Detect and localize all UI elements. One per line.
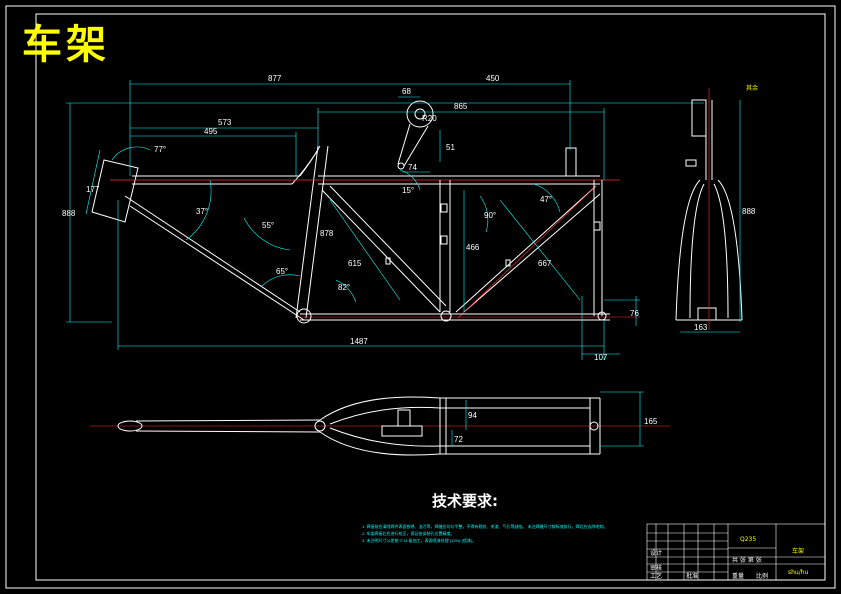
dim-667: 667 <box>538 259 552 268</box>
dim-55: 55° <box>262 221 274 230</box>
material-code: Q235 <box>740 536 756 543</box>
inner-border <box>35 13 826 581</box>
title-block <box>646 523 826 581</box>
dim-177: 177 <box>86 185 100 194</box>
check-label: 审核 <box>650 564 662 572</box>
crank-hub <box>406 100 434 128</box>
requirement-2: 2. 车架焊接后应进行校正，保证各安装孔位置精度。 <box>362 530 454 536</box>
dim-878: 878 <box>320 229 334 238</box>
school-name: shu/hu <box>788 569 809 576</box>
dim-15: 15° <box>402 186 414 195</box>
dim-82: 82° <box>338 283 350 292</box>
approve-label: 批准 <box>686 572 698 580</box>
dim-65: 65° <box>276 267 288 276</box>
dim-466: 466 <box>466 243 480 252</box>
dim-865: 865 <box>454 102 468 111</box>
dim-47: 47° <box>540 195 552 204</box>
side-view: 877 450 865 573 495 68 R20 51 74 15° 77°… <box>62 74 704 362</box>
front-bb <box>296 308 312 324</box>
dim-74: 74 <box>408 163 417 172</box>
dim-495: 495 <box>204 127 218 136</box>
rear-seat-post <box>565 147 577 177</box>
scale-label: 比例 <box>756 572 768 580</box>
weight-label: 重量 <box>732 572 744 580</box>
dim-r20: R20 <box>422 114 437 123</box>
requirement-1: 1. 焊接前应清除焊件表面铁锈、油污等，焊缝应均匀平整，不得有裂纹、夹渣、气孔等… <box>362 523 608 529</box>
front-dim-163: 163 <box>694 323 708 332</box>
design-label: 设计 <box>650 549 662 557</box>
dim-573: 573 <box>218 118 232 127</box>
requirement-3: 3. 未注明尺寸公差按 IT14 级加工，表面喷漆处理 (12%) (喷漆)。 <box>362 537 476 543</box>
dim-888: 888 <box>62 209 76 218</box>
surface-note: 其余 <box>746 84 758 92</box>
part-name: 车架 <box>792 547 804 555</box>
dim-76: 76 <box>630 309 639 318</box>
dim-615: 615 <box>348 259 362 268</box>
drawing-title: 车架 <box>22 22 110 68</box>
dim-107: 107 <box>594 353 608 362</box>
outer-border <box>5 5 836 589</box>
dim-90: 90° <box>484 211 496 220</box>
head-tube <box>91 159 139 223</box>
dim-1487: 1487 <box>350 337 368 346</box>
dim-51: 51 <box>446 143 455 152</box>
requirements-heading: 技术要求: <box>432 492 498 510</box>
front-dim-888: 888 <box>742 207 756 216</box>
top-dim-94: 94 <box>468 411 477 420</box>
process-label: 工艺 <box>650 572 662 580</box>
front-view <box>675 88 743 333</box>
top-view <box>90 391 670 456</box>
rear-bb <box>440 310 452 322</box>
dim-68: 68 <box>402 87 411 96</box>
down-tube <box>124 195 301 313</box>
dim-450: 450 <box>486 74 500 83</box>
top-dim-72: 72 <box>454 435 463 444</box>
dim-77: 77° <box>154 145 166 154</box>
dim-37: 37° <box>196 207 208 216</box>
seat-tube-front <box>295 145 319 319</box>
sheet-label: 共 张 第 张 <box>732 556 762 564</box>
top-dim-165: 165 <box>644 417 658 426</box>
dim-877: 877 <box>268 74 282 83</box>
